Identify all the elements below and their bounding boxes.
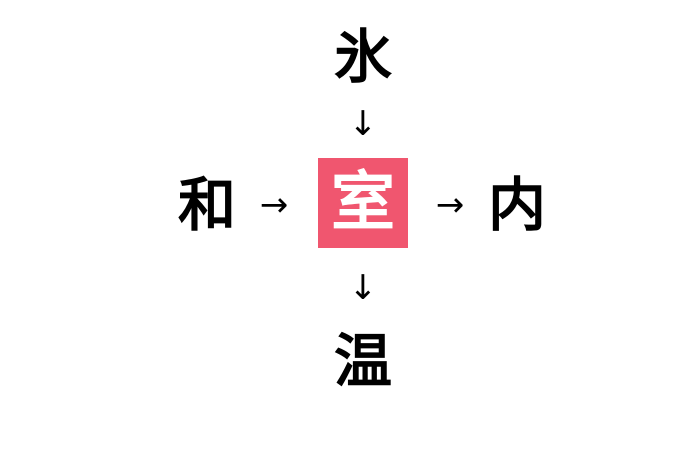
center-right-arrow-icon: → [435,185,465,225]
center-down-arrow-icon: ↓ [348,268,378,308]
right-kanji: 内 [487,171,546,239]
top-down-arrow-icon: ↓ [348,104,378,144]
left-kanji: 和 [177,171,236,239]
answer-box: 室 [318,158,408,248]
bottom-kanji: 温 [333,327,392,395]
top-kanji: 氷 [333,23,392,91]
center-kanji: 室 [331,166,395,240]
left-right-arrow-icon: → [259,185,289,225]
